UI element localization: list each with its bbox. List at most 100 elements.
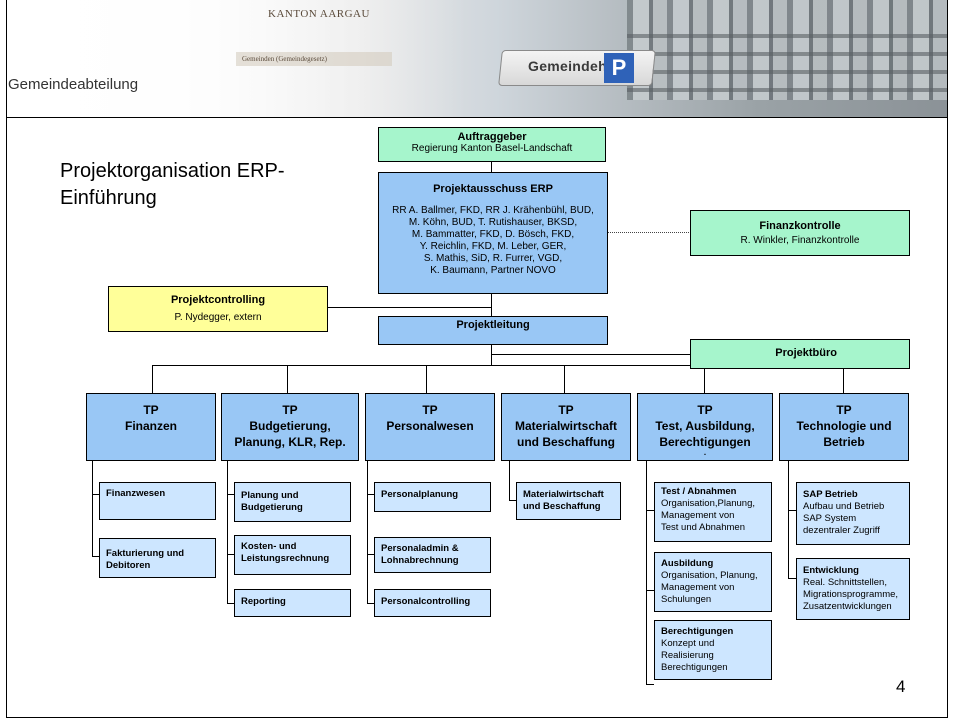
connector-col2-a	[227, 494, 235, 495]
sub-finanzwesen-label: Finanzwesen	[106, 488, 166, 499]
projektcontrolling-box: Projektcontrolling P. Nydegger, extern	[108, 286, 328, 332]
tp-budgetierung-name-1: Budgetierung,	[249, 419, 331, 433]
sub-sap-box: SAP Betrieb Aufbau und Betrieb SAP Syste…	[796, 482, 910, 545]
tp-test-name-1: Test, Ausbildung,	[655, 419, 755, 433]
sub-material-label-2: und Beschaffung	[523, 501, 601, 512]
connector-controlling	[327, 307, 491, 308]
sub-entwicklung-line-1: Real. Schnittstellen,	[803, 577, 887, 588]
connector-col3-a	[367, 494, 375, 495]
sub-personaladmin-label-2: Lohnabrechnung	[381, 555, 459, 566]
slide-title-line-1: Projektorganisation ERP-	[60, 160, 285, 182]
sub-planung-label-1: Planung und	[241, 490, 299, 501]
projektausschuss-box: Projektausschuss ERP RR A. Ballmer, FKD,…	[378, 172, 608, 294]
projektausschuss-member-5: S. Mathis, SiD, R. Furrer, VGD,	[423, 253, 563, 264]
projektausschuss-member-1: RR A. Ballmer, FKD, RR J. Krähenbühl, BU…	[392, 205, 594, 216]
parking-sign-icon: P	[604, 53, 634, 83]
tp-budgetierung-box: TP Budgetierung, Planung, KLR, Rep.	[221, 393, 359, 461]
sub-ausbildung-box: Ausbildung Organisation, Planung, Manage…	[654, 552, 772, 612]
tp-materialwirtschaft-box: TP Materialwirtschaft und Beschaffung	[501, 393, 631, 461]
connector-tp-bus	[152, 365, 844, 366]
sub-fakturierung-box: Fakturierung und Debitoren	[99, 538, 216, 578]
finanzkontrolle-text: R. Winkler, Finanzkontrolle	[740, 235, 860, 246]
tp-budgetierung-label: TP	[282, 403, 298, 417]
tp-personalwesen-label: TP	[422, 403, 438, 417]
sub-berechtigungen-line-1: Konzept und	[661, 638, 715, 649]
sub-personalcontrolling-box: Personalcontrolling	[374, 589, 491, 617]
tp-technologie-name-1: Technologie und	[796, 419, 892, 433]
sub-entwicklung-box: Entwicklung Real. Schnittstellen, Migrat…	[796, 558, 910, 620]
connector-finanzkontrolle	[608, 232, 691, 233]
sub-personaladmin-label-1: Personaladmin &	[381, 543, 459, 554]
tp-budgetierung-name-2: Planung, KLR, Rep.	[234, 435, 346, 449]
tp-technologie-label: TP	[836, 403, 852, 417]
sub-finanzwesen-box: Finanzwesen	[99, 482, 216, 520]
sub-entwicklung-line-2: Migrationsprogramme,	[803, 589, 899, 600]
sub-planung-label-2: Budgetierung	[241, 502, 303, 513]
auftraggeber-text: Regierung Kanton Basel-Landschaft	[411, 143, 573, 154]
connector-col2-c	[227, 603, 235, 604]
connector-col6	[788, 461, 789, 579]
sub-fakturierung-label-1: Fakturierung und	[106, 548, 185, 559]
page-number: 4	[896, 677, 906, 696]
sub-planung-box: Planung und Budgetierung	[234, 482, 351, 522]
tp-finanzen-label: TP	[143, 403, 159, 417]
connector-tp-6	[843, 365, 844, 393]
projektausschuss-title: Projektausschuss ERP	[433, 183, 553, 195]
header-banner	[7, 0, 947, 118]
projektausschuss-member-2: M. Köhn, BUD, T. Rutishauser, BKSD,	[408, 217, 578, 228]
tp-materialwirtschaft-name-2: und Beschaffung	[517, 435, 615, 449]
slide-title: Projektorganisation ERP- Einführung	[60, 158, 285, 212]
connector-col1	[92, 461, 93, 556]
finanzkontrolle-title: Finanzkontrolle	[759, 220, 841, 232]
gemeinden-strip: Gemeinden (Gemeindegesetz)	[236, 52, 392, 66]
tp-finanzen-name: Finanzen	[124, 419, 177, 433]
sub-entwicklung-line-3: Zusatzentwicklungen	[803, 601, 892, 612]
connector-col6-a	[788, 510, 796, 511]
connector-col4-a	[509, 500, 517, 501]
sub-test-line-3: Test und Abnahmen	[661, 522, 745, 533]
auftraggeber-box: Auftraggeber Regierung Kanton Basel-Land…	[378, 127, 606, 162]
sub-sap-title: SAP Betrieb	[803, 489, 858, 500]
connector-col1-b	[92, 556, 100, 557]
sub-reporting-box: Reporting	[234, 589, 351, 617]
sub-test-line-1: Organisation,Planung,	[661, 498, 756, 509]
projektausschuss-member-4: Y. Reichlin, FKD, M. Leber, GER,	[419, 241, 567, 252]
connector-auftraggeber	[491, 162, 492, 172]
sub-ausbildung-line-1: Organisation, Planung,	[661, 570, 758, 581]
connector-tp-1	[152, 365, 153, 393]
projektausschuss-member-6: K. Baumann, Partner NOVO	[430, 265, 556, 276]
connector-col5	[646, 461, 647, 684]
tp-personalwesen-box: TP Personalwesen	[365, 393, 495, 461]
connector-col4	[509, 461, 510, 501]
projektleitung-box: Projektleitung	[378, 316, 608, 345]
projektleitung-title: Projektleitung	[456, 319, 530, 331]
sub-sap-line-2: SAP System	[803, 513, 857, 524]
section-label: Gemeindeabteilung	[8, 76, 139, 93]
finanzkontrolle-box: Finanzkontrolle R. Winkler, Finanzkontro…	[690, 210, 910, 256]
sub-personaladmin-box: Personaladmin & Lohnabrechnung	[374, 537, 491, 573]
projektcontrolling-text: P. Nydegger, extern	[174, 312, 262, 323]
building-floors	[627, 20, 947, 100]
projektcontrolling-title: Projektcontrolling	[170, 294, 266, 306]
connector-col1-a	[92, 494, 100, 495]
connector-col5-c	[646, 684, 654, 685]
tp-test-dot: .	[703, 448, 707, 457]
sub-berechtigungen-line-2: Realisierung	[661, 650, 714, 661]
projektausschuss-member-3: M. Bammatter, FKD, D. Bösch, FKD,	[411, 229, 575, 240]
sub-personalplanung-label: Personalplanung	[381, 489, 459, 500]
sub-ausbildung-line-3: Schulungen	[661, 594, 712, 605]
connector-projektbuero	[491, 354, 690, 355]
header-divider	[7, 117, 947, 118]
sub-fakturierung-label-2: Debitoren	[106, 560, 151, 571]
tp-materialwirtschaft-name-1: Materialwirtschaft	[514, 419, 618, 433]
sub-test-title: Test / Abnahmen	[661, 486, 737, 497]
connector-col2	[227, 461, 228, 604]
projektbuero-title: Projektbüro	[775, 347, 837, 359]
connector-tp-3	[426, 365, 427, 393]
sub-ausbildung-title: Ausbildung	[661, 558, 714, 569]
sub-ausbildung-line-2: Management von	[661, 582, 735, 593]
slide-frame	[6, 0, 948, 718]
connector-ausschuss-leitung	[491, 294, 492, 316]
connector-col5-b	[646, 590, 654, 591]
projektbuero-box: Projektbüro	[690, 339, 910, 369]
